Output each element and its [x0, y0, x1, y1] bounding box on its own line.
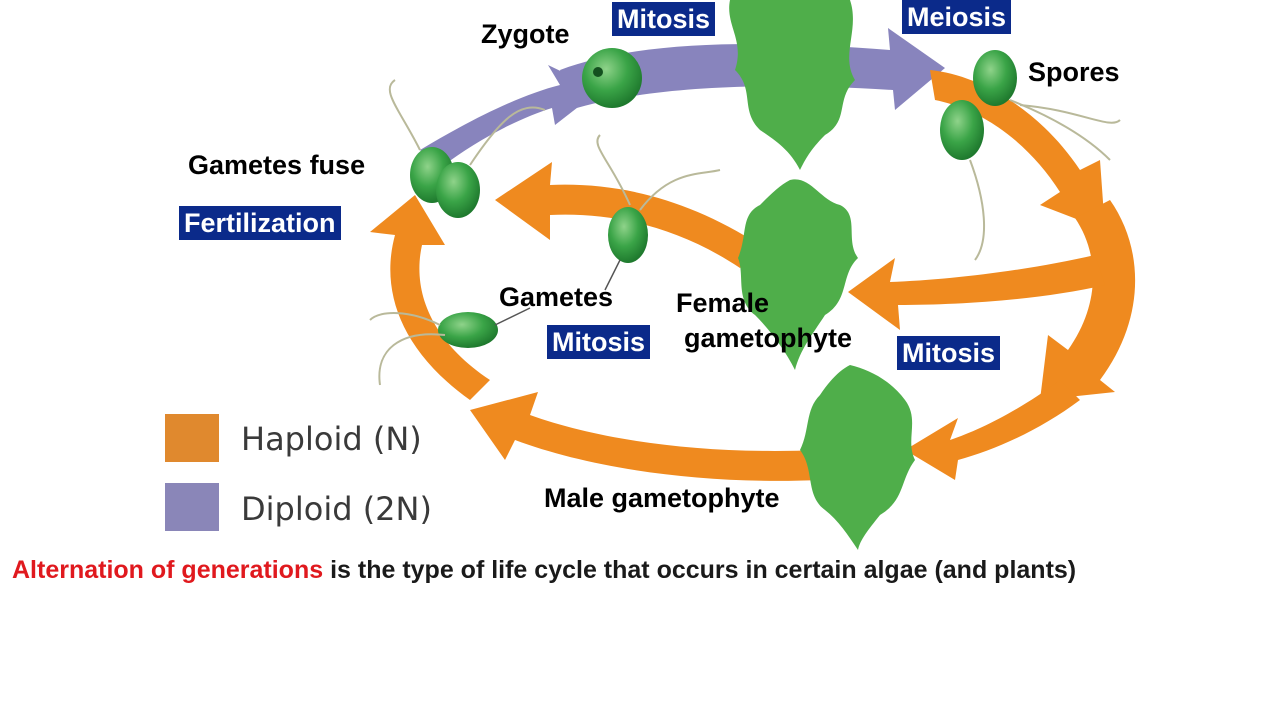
- gamete-cell-middle: [596, 134, 721, 291]
- mitosis-top-label: Mitosis: [612, 2, 716, 37]
- diploid-arrow: [420, 28, 945, 168]
- diploid-legend-swatch: [165, 483, 219, 531]
- caption: Alternation of generations is the type o…: [12, 556, 1076, 585]
- gametes-label: Gametes: [499, 282, 614, 312]
- female-gametophyte-label-line2: gametophyte: [684, 323, 853, 353]
- caption-rest: is the type of life cycle that occurs in…: [323, 556, 1077, 584]
- mitosis-middle-label: Mitosis: [547, 325, 651, 360]
- mitosis-right-label: Mitosis: [897, 336, 1001, 371]
- spore-cells: [940, 50, 1121, 261]
- meiosis-label: Meiosis: [902, 0, 1012, 35]
- fertilization-label: Fertilization: [179, 206, 341, 241]
- male-gametophyte-thallus: [800, 365, 915, 550]
- spores-label: Spores: [1028, 57, 1120, 87]
- diploid-legend-label: Diploid (2N): [241, 490, 432, 528]
- fusing-gametes-cells: [388, 79, 546, 218]
- gametes-fuse-label: Gametes fuse: [188, 150, 366, 180]
- caption-highlight: Alternation of generations: [12, 556, 324, 584]
- haploid-legend-label: Haploid (N): [241, 420, 422, 458]
- zygote-label: Zygote: [481, 19, 570, 49]
- female-gametophyte-thallus: [738, 179, 858, 370]
- zygote-cell: [582, 48, 642, 108]
- gamete-cell-left: [369, 307, 531, 386]
- haploid-legend-swatch: [165, 414, 219, 462]
- female-gametophyte-label-line1: Female: [676, 288, 770, 318]
- male-gametophyte-label: Male gametophyte: [544, 483, 780, 513]
- sporophyte-thallus: [729, 0, 855, 170]
- haploid-arrows: [370, 70, 1136, 481]
